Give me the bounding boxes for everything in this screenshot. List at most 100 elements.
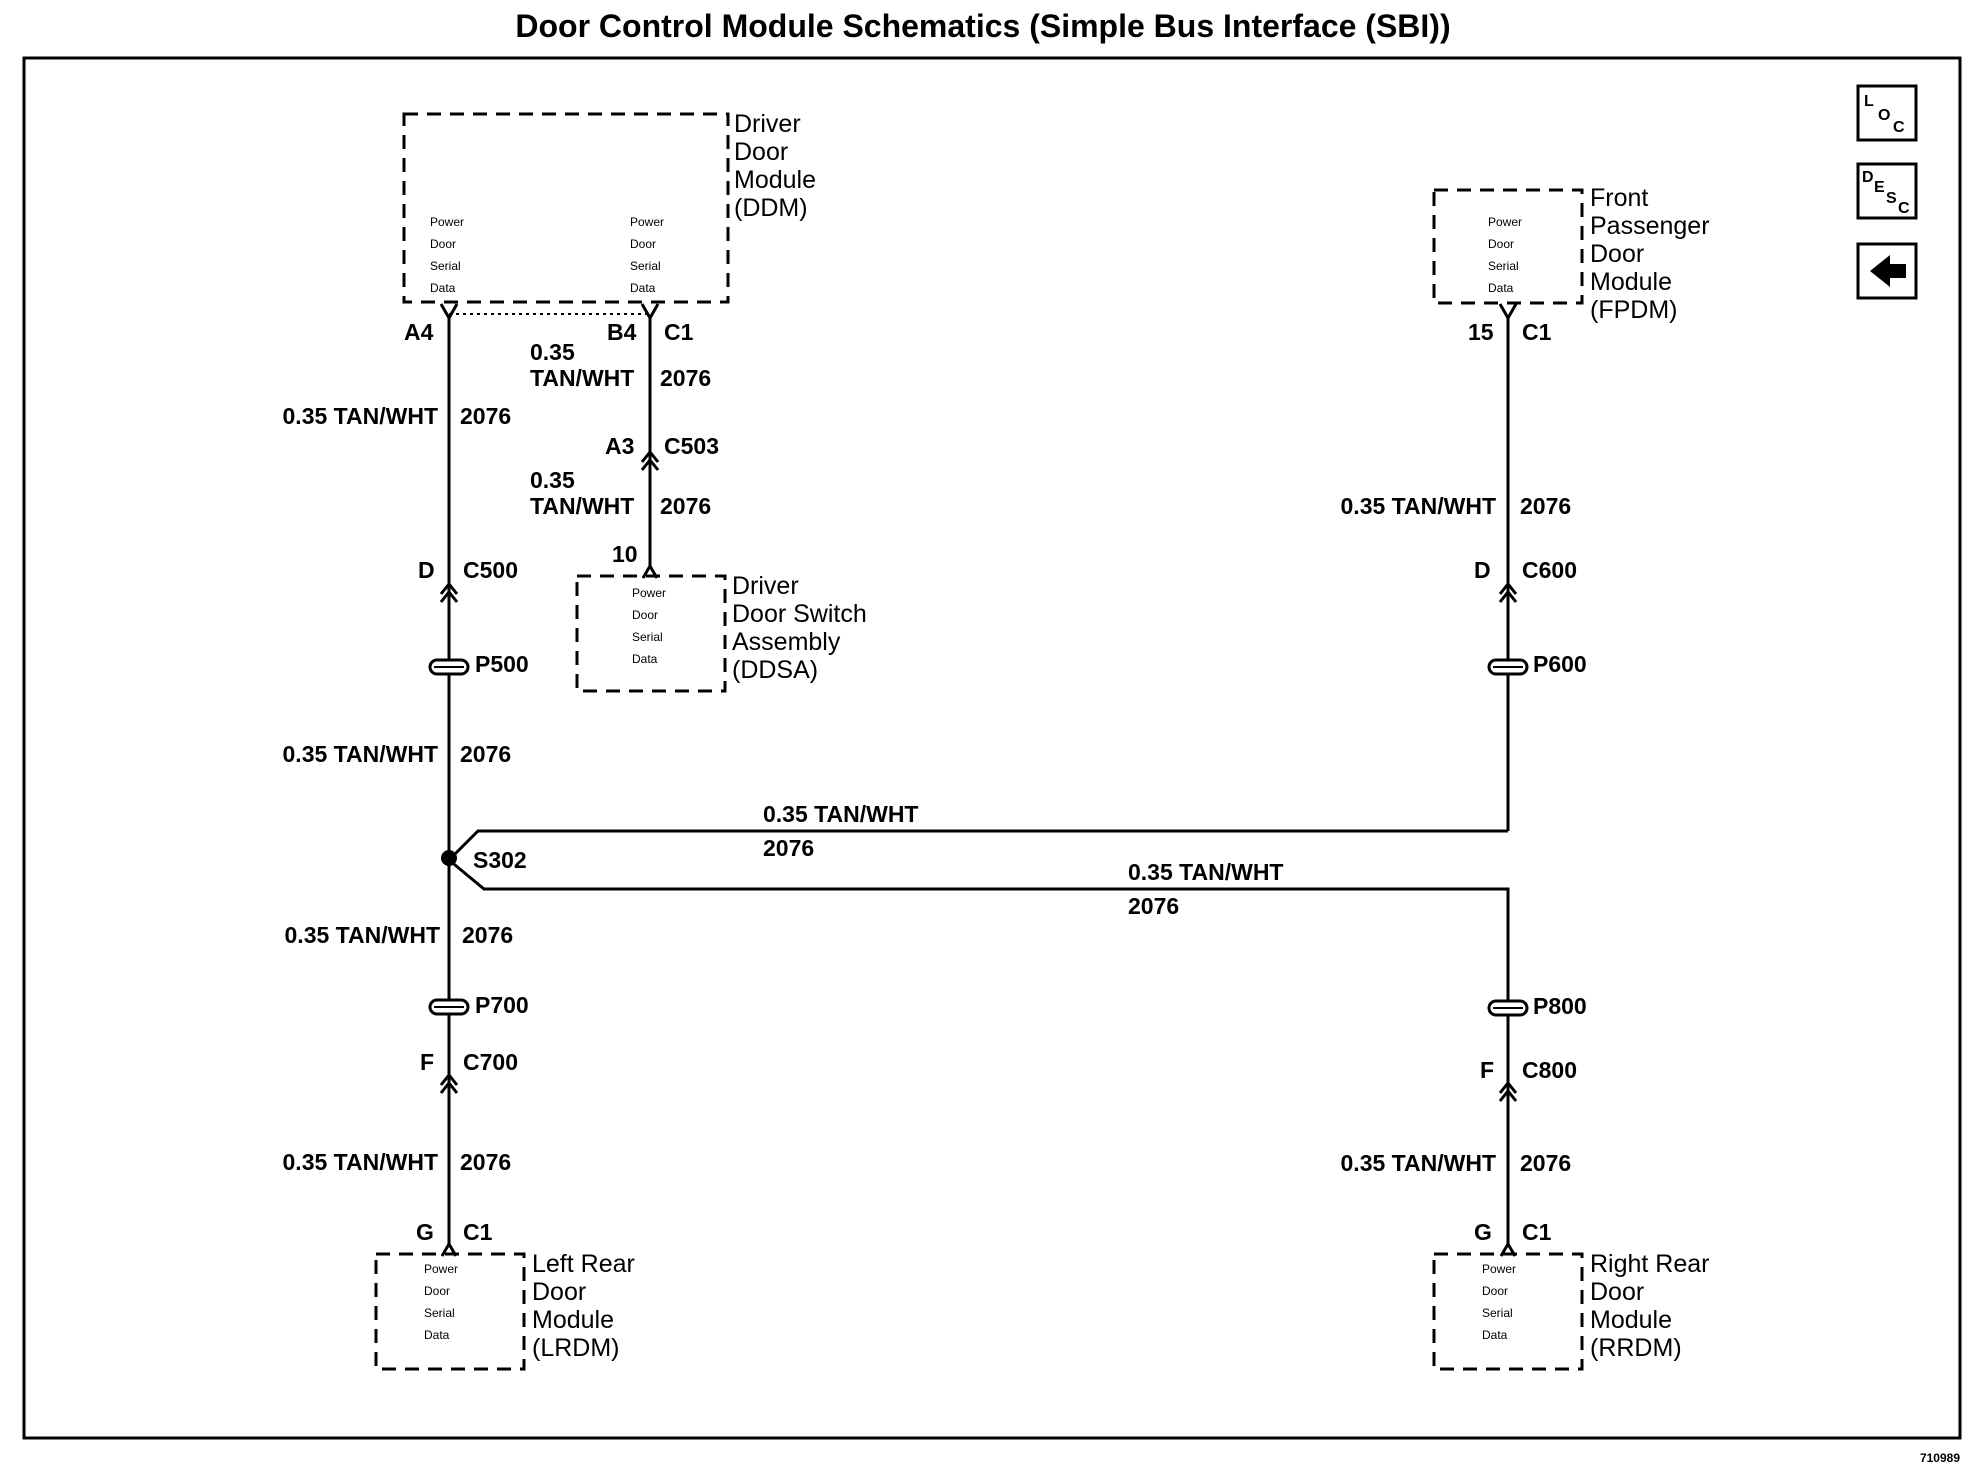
lrdm-box (374, 1252, 526, 1371)
connector-c500-label: C500 (463, 557, 518, 583)
svg-text:(DDSA): (DDSA) (732, 656, 818, 684)
ddsa-circuit-label: Power Door Serial Data (632, 586, 666, 666)
page-title: Door Control Module Schematics (Simple B… (515, 8, 1451, 44)
fpdm-circuit-label: Power Door Serial Data (1488, 215, 1522, 295)
wire-spec-label: 0.35 TAN/WHT (1128, 859, 1283, 885)
wire-spec-label: 0.35 TAN/WHT (283, 403, 438, 429)
figure-number: 710989 (1920, 1451, 1960, 1465)
svg-text:L: L (1864, 93, 1874, 110)
pin-f-c700-label: F (420, 1049, 434, 1075)
svg-text:Door: Door (1482, 1284, 1508, 1298)
svg-text:Door: Door (1590, 1278, 1644, 1306)
svg-text:D: D (1862, 169, 1874, 186)
pin-g-rrdm-label: G (1474, 1219, 1492, 1245)
wire-circuit-label: 2076 (1128, 893, 1179, 919)
left-arrow-icon (1870, 255, 1906, 287)
svg-text:Module: Module (1590, 268, 1672, 296)
desc-button[interactable]: D E S C (1856, 162, 1918, 220)
svg-text:Door: Door (734, 138, 788, 166)
svg-text:Power: Power (630, 215, 664, 229)
terminal-rrdm (1499, 1241, 1517, 1257)
svg-text:C: C (1893, 119, 1905, 136)
wire-circuit-label: 2076 (763, 835, 814, 861)
connector-c1-ddm-label: C1 (664, 319, 694, 345)
pin-d-c500-label: D (418, 557, 435, 583)
svg-text:(RRDM): (RRDM) (1590, 1334, 1682, 1362)
rrdm-circuit-label: Power Door Serial Data (1482, 1262, 1516, 1342)
wire-splice-to-rrdm (448, 858, 1510, 1244)
ddm-name: Driver Door Module (DDM) (734, 110, 816, 222)
wire-spec-label: 0.35 TAN/WHT (1341, 1150, 1496, 1176)
wire-circuit-label: 2076 (660, 365, 711, 391)
svg-text:C: C (1898, 200, 1910, 217)
svg-text:Serial: Serial (1482, 1306, 1513, 1320)
rrdm-name: Right Rear Door Module (RRDM) (1590, 1250, 1710, 1362)
terminal-ddsa (641, 563, 659, 579)
svg-text:Serial: Serial (430, 259, 461, 273)
passthrough-p700-label: P700 (475, 992, 529, 1018)
wire-color-label: TAN/WHT (530, 493, 634, 519)
connector-c700-chevron (439, 1072, 459, 1094)
splice-s302-label: S302 (473, 847, 527, 873)
svg-text:Module: Module (734, 166, 816, 194)
svg-text:Door: Door (424, 1284, 450, 1298)
svg-text:O: O (1878, 107, 1890, 124)
back-button[interactable] (1856, 242, 1918, 300)
passthrough-p500-label: P500 (475, 651, 529, 677)
svg-text:Data: Data (632, 652, 658, 666)
wire-circuit-label: 2076 (460, 1149, 511, 1175)
passthrough-p800-label: P800 (1533, 993, 1587, 1019)
svg-text:Data: Data (630, 281, 656, 295)
pin-g-lrdm-label: G (416, 1219, 434, 1245)
svg-text:S: S (1886, 190, 1897, 207)
connector-c600-chevron (1498, 581, 1518, 603)
svg-text:Data: Data (1488, 281, 1514, 295)
connector-c800-chevron (1498, 1080, 1518, 1102)
diagram-frame (22, 56, 1962, 1440)
pin-b4-label: B4 (607, 319, 637, 345)
svg-text:Module: Module (532, 1306, 614, 1334)
svg-text:Door: Door (430, 237, 456, 251)
splice-s302-dot (441, 850, 457, 866)
svg-text:Door: Door (532, 1278, 586, 1306)
svg-text:Passenger: Passenger (1590, 212, 1710, 240)
pin-15-label: 15 (1468, 319, 1494, 345)
pin-a4-label: A4 (404, 319, 434, 345)
connector-c503-chevron (640, 449, 660, 471)
passthrough-p500-icon (428, 658, 470, 676)
passthrough-p600-label: P600 (1533, 651, 1587, 677)
wire-spec-label: 0.35 TAN/WHT (285, 922, 440, 948)
terminal-fpdm (1498, 303, 1518, 322)
svg-text:Power: Power (424, 1262, 458, 1276)
terminal-ddm-a4 (439, 303, 459, 322)
svg-text:Serial: Serial (424, 1306, 455, 1320)
svg-text:Driver: Driver (732, 572, 799, 600)
svg-text:Serial: Serial (630, 259, 661, 273)
connector-c503-label: C503 (664, 433, 719, 459)
svg-text:Power: Power (1488, 215, 1522, 229)
svg-text:(DDM): (DDM) (734, 194, 808, 222)
passthrough-p600-icon (1487, 658, 1529, 676)
wire-circuit-label: 2076 (460, 741, 511, 767)
rrdm-box (1432, 1252, 1584, 1371)
svg-text:Power: Power (430, 215, 464, 229)
svg-text:Front: Front (1590, 184, 1648, 212)
svg-text:Power: Power (632, 586, 666, 600)
pin-f-c800-label: F (1480, 1057, 1494, 1083)
svg-text:Door: Door (1488, 237, 1514, 251)
svg-text:Door: Door (630, 237, 656, 251)
passthrough-p700-icon (428, 998, 470, 1016)
connector-c700-label: C700 (463, 1049, 518, 1075)
wire-color-label: TAN/WHT (530, 365, 634, 391)
terminal-ddm-b4 (640, 303, 660, 322)
pin-a3-label: A3 (605, 433, 634, 459)
svg-text:Assembly: Assembly (732, 628, 841, 656)
ddsa-box (575, 574, 727, 693)
loc-button[interactable]: L O C (1856, 84, 1918, 142)
ddsa-name: Driver Door Switch Assembly (DDSA) (732, 572, 867, 684)
fpdm-box (1432, 188, 1584, 305)
connector-c1-rrdm-label: C1 (1522, 1219, 1552, 1245)
wire-spec-label: 0.35 TAN/WHT (763, 801, 918, 827)
lrdm-circuit-label: Power Door Serial Data (424, 1262, 458, 1342)
